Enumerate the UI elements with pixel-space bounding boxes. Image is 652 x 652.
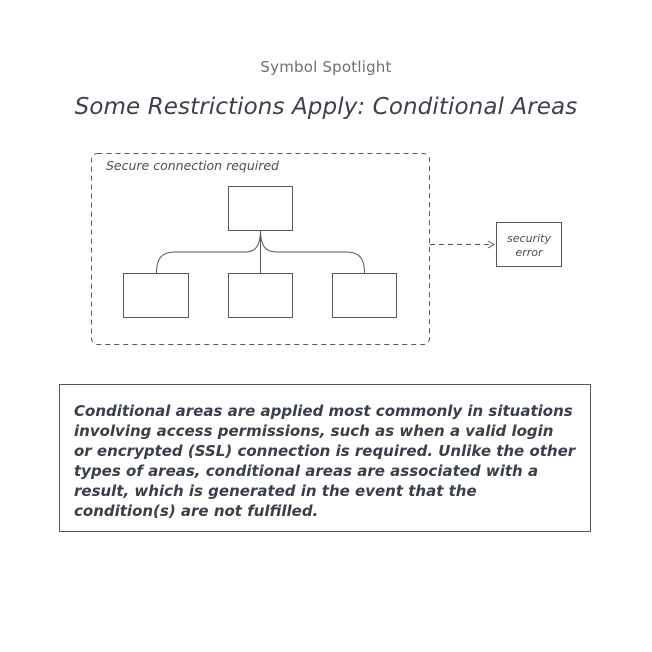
parent-page-box — [228, 186, 293, 231]
connector-right — [260, 230, 365, 274]
child-page-box-right — [332, 273, 397, 318]
page-title: Some Restrictions Apply: Conditional Are… — [74, 94, 578, 120]
description-text: Conditional areas are applied most commo… — [74, 402, 576, 520]
child-page-box-center — [228, 273, 293, 318]
result-label-line2: error — [515, 246, 544, 259]
result-arrow-head — [487, 240, 495, 249]
result-box — [496, 222, 562, 267]
description-box: Conditional areas are applied most commo… — [59, 384, 591, 532]
connector-left — [156, 230, 261, 274]
child-page-box-left — [123, 273, 189, 318]
conditional-area-boundary — [91, 153, 430, 345]
conditional-area-label: Secure connection required — [106, 158, 279, 173]
result-label-line1: security — [507, 232, 551, 245]
eyebrow-label: Symbol Spotlight — [260, 58, 392, 76]
